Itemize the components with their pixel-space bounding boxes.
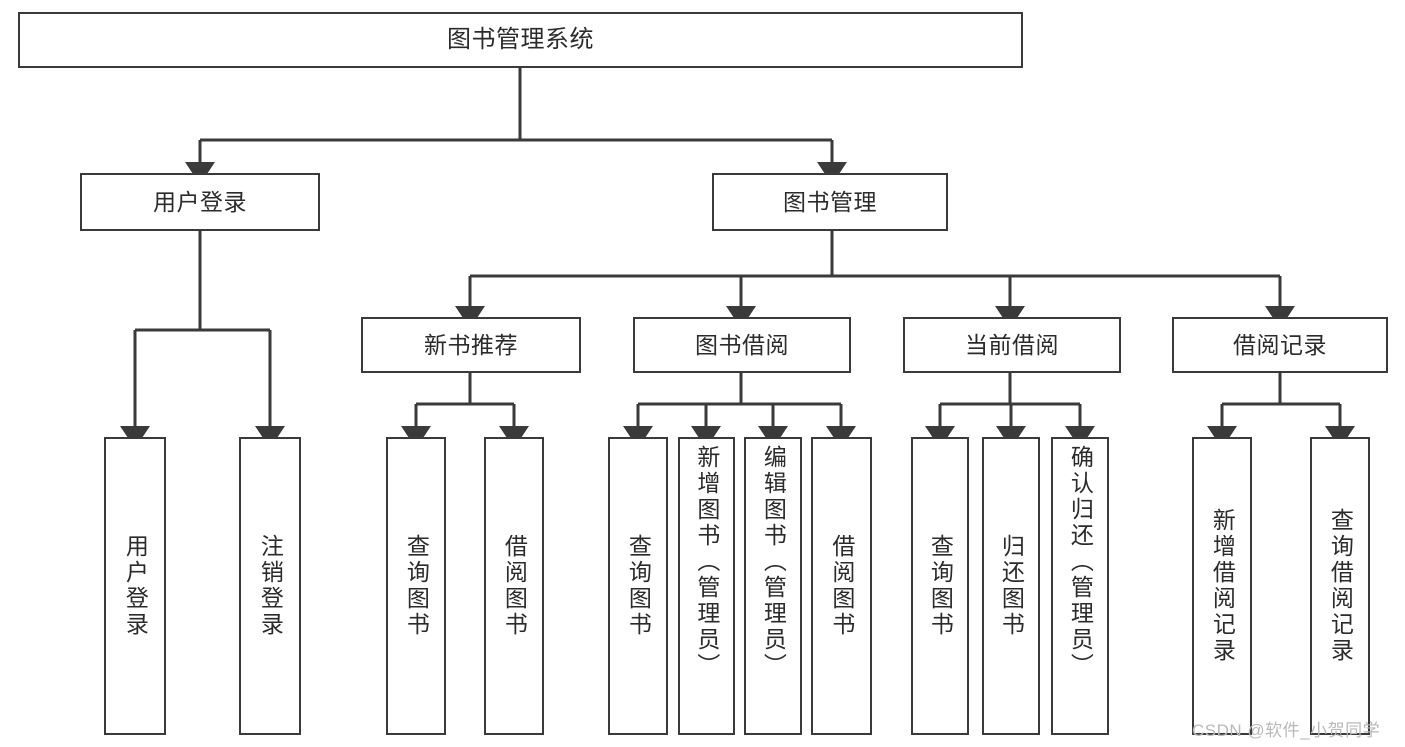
node-leaf-add-record[interactable]: 新增借阅记录 xyxy=(1192,437,1252,735)
node-leaf-user-login[interactable]: 用户登录 xyxy=(104,437,166,735)
node-leaf-borrow-book-bb[interactable]: 借阅图书 xyxy=(811,437,872,735)
node-leaf-edit-book-admin[interactable]: 编辑图书（管理员） xyxy=(744,437,802,735)
node-book-manage[interactable]: 图书管理 xyxy=(712,173,948,231)
watermark: CSDN @软件_小贺同学 xyxy=(1192,721,1381,740)
node-root[interactable]: 图书管理系统 xyxy=(18,12,1023,68)
node-leaf-query-book-new[interactable]: 查询图书 xyxy=(386,437,446,735)
node-leaf-add-book-admin[interactable]: 新增图书（管理员） xyxy=(678,437,735,735)
node-leaf-confirm-return[interactable]: 确认归还（管理员） xyxy=(1051,437,1109,735)
node-leaf-logout-login[interactable]: 注销登录 xyxy=(239,437,301,735)
node-leaf-borrow-book-new[interactable]: 借阅图书 xyxy=(484,437,544,735)
node-borrow-record[interactable]: 借阅记录 xyxy=(1172,317,1388,373)
node-leaf-query-record[interactable]: 查询借阅记录 xyxy=(1310,437,1370,735)
node-current-borrow[interactable]: 当前借阅 xyxy=(903,317,1121,373)
node-leaf-query-book-cb[interactable]: 查询图书 xyxy=(911,437,969,735)
node-user-login[interactable]: 用户登录 xyxy=(80,173,320,231)
node-leaf-return-book[interactable]: 归还图书 xyxy=(982,437,1040,735)
node-book-borrow[interactable]: 图书借阅 xyxy=(633,317,851,373)
node-new-book-recommend[interactable]: 新书推荐 xyxy=(361,317,581,373)
node-leaf-query-book-bb[interactable]: 查询图书 xyxy=(608,437,668,735)
